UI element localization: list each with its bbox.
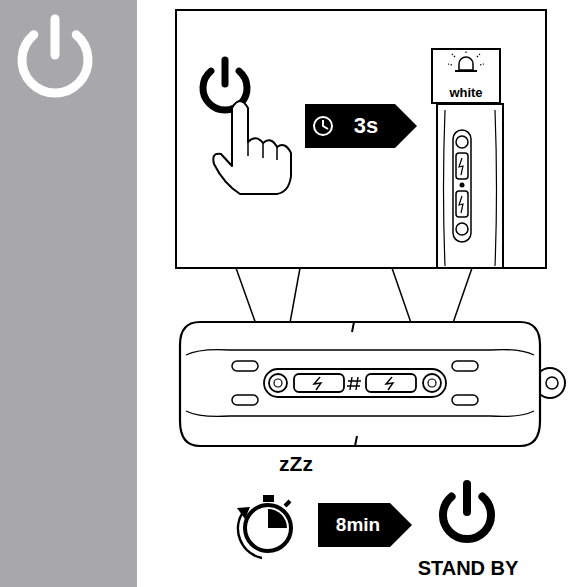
arrow-shape xyxy=(305,104,417,148)
device-body xyxy=(180,322,540,446)
bolt-button xyxy=(456,153,468,179)
stopwatch xyxy=(245,505,291,551)
stopwatch xyxy=(285,501,290,506)
button-panel xyxy=(264,369,446,397)
time-arrow: 8min xyxy=(318,503,412,547)
link-mark xyxy=(347,377,361,390)
power-icon xyxy=(222,60,229,84)
power-button xyxy=(269,374,287,392)
node-text: white xyxy=(449,86,482,100)
bolt-button xyxy=(456,191,468,217)
device-side xyxy=(444,110,497,266)
node-text: 8min xyxy=(336,515,380,536)
grille-slot xyxy=(232,361,258,371)
power-button xyxy=(456,223,468,235)
bolt-button xyxy=(366,374,416,392)
callout-frame xyxy=(176,10,546,268)
time-arrow: 3s xyxy=(305,104,417,148)
device-side xyxy=(437,104,503,268)
power-button xyxy=(274,379,282,387)
lamp-ray xyxy=(465,49,466,53)
cycle-arrow xyxy=(237,507,250,519)
grille-slot xyxy=(452,395,478,405)
button-panel xyxy=(453,130,471,242)
side-band xyxy=(0,0,137,587)
arrow-shape xyxy=(318,503,412,547)
clock-icon xyxy=(323,120,328,129)
power-button xyxy=(456,136,468,148)
lamp-ray xyxy=(477,54,480,57)
mode-label: STAND BY xyxy=(418,557,519,579)
lamp-ray xyxy=(452,54,455,57)
power-icon xyxy=(463,484,471,512)
hand xyxy=(248,142,277,160)
bolt-button xyxy=(294,374,344,392)
bolt-symbol xyxy=(386,377,393,390)
stopwatch xyxy=(263,495,274,502)
light-tag: white xyxy=(431,48,501,104)
bolt-symbol xyxy=(459,196,463,213)
clock-icon xyxy=(314,117,332,135)
bolt-symbol xyxy=(459,158,463,175)
lamp-ray xyxy=(448,64,452,65)
stopwatch xyxy=(268,509,287,528)
cycle-arrow xyxy=(238,512,262,558)
power-button xyxy=(423,374,441,392)
sleep-mark: zZz xyxy=(279,452,313,475)
power-icon xyxy=(51,19,60,55)
grille-slot xyxy=(452,361,478,371)
bolt-symbol xyxy=(314,377,321,390)
power-button xyxy=(428,379,436,387)
grille-slot xyxy=(232,395,258,405)
hand xyxy=(213,101,291,194)
node-text: 3s xyxy=(354,114,378,138)
link-mark xyxy=(460,183,465,188)
strap-hole xyxy=(546,377,558,389)
tag-box xyxy=(432,49,500,103)
lamp-ray xyxy=(480,64,484,65)
device-band xyxy=(186,350,534,417)
lamp-icon xyxy=(455,70,477,72)
lamp-icon xyxy=(459,57,473,70)
